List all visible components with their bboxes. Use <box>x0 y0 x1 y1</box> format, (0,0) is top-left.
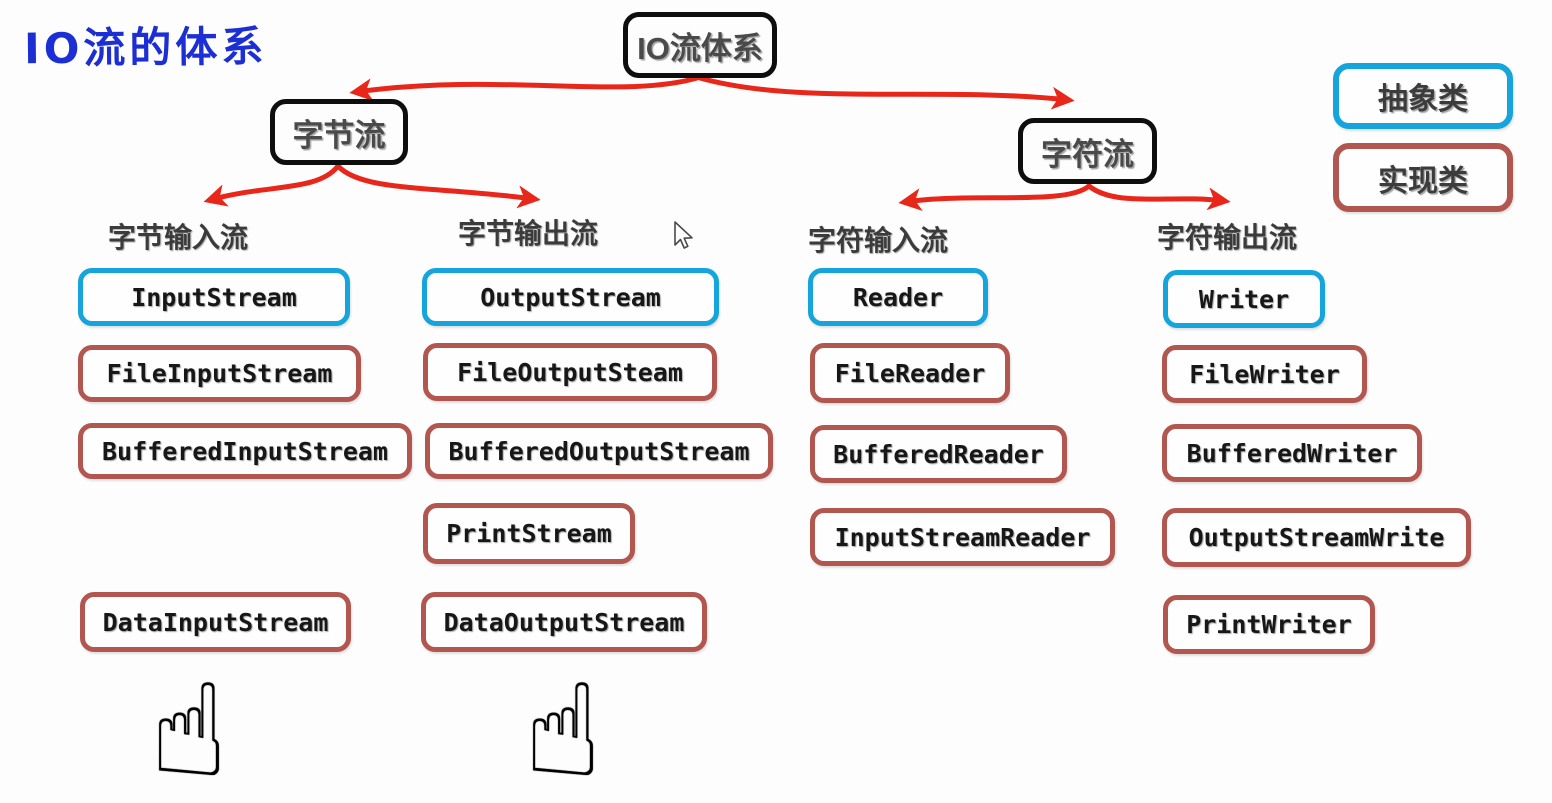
class-box-bufferedinputstream: BufferedInputStream <box>78 423 412 479</box>
arrow-byte-to-input <box>203 163 341 207</box>
arrow-root-to-char-stream <box>697 75 1075 110</box>
heading-char-output-stream: 字符输出流 <box>1157 222 1298 253</box>
class-box-printwriter: PrintWriter <box>1163 595 1375 654</box>
heading-char-input-stream: 字符输入流 <box>808 225 949 256</box>
class-box-inputstream: InputStream <box>78 268 350 326</box>
node-io-stream-system: IO流体系 <box>623 12 777 78</box>
legend-implementation-class: 实现类 <box>1333 143 1513 212</box>
class-box-printstream: PrintStream <box>423 503 635 564</box>
class-box-bufferedwriter: BufferedWriter <box>1162 424 1422 482</box>
class-box-reader: Reader <box>808 268 988 326</box>
class-box-datainputstream: DataInputStream <box>80 592 351 652</box>
arrow-root-to-byte-stream <box>349 75 700 102</box>
heading-byte-input-stream: 字节输入流 <box>108 222 249 253</box>
class-box-bufferedreader: BufferedReader <box>810 425 1067 483</box>
class-box-filewriter: FileWriter <box>1162 345 1367 403</box>
class-box-outputstream: OutputStream <box>422 268 719 326</box>
hand-up-icon: ☝ <box>150 657 228 803</box>
class-box-outputstreamwrite: OutputStreamWrite <box>1162 508 1471 567</box>
legend-abstract-class: 抽象类 <box>1333 63 1513 129</box>
heading-byte-output-stream: 字节输出流 <box>458 218 599 249</box>
class-box-dataoutputstream: DataOutputStream <box>421 592 707 652</box>
hand-up-icon: ☝ <box>524 657 602 803</box>
node-byte-stream: 字节流 <box>270 99 408 165</box>
class-box-filereader: FileReader <box>810 343 1010 403</box>
class-box-fileoutputsteam: FileOutputSteam <box>423 343 717 401</box>
class-box-fileinputstream: FileInputStream <box>78 345 361 402</box>
arrow-char-to-output <box>1086 183 1231 211</box>
mouse-cursor-icon <box>674 221 693 249</box>
arrow-char-to-input <box>898 183 1092 211</box>
class-box-bufferedoutputstream: BufferedOutputStream <box>425 423 773 479</box>
node-char-stream: 字符流 <box>1018 118 1157 184</box>
arrow-byte-to-output <box>335 163 541 209</box>
class-box-writer: Writer <box>1163 270 1325 328</box>
page-title: IO流的体系 <box>23 21 268 74</box>
class-box-inputstreamreader: InputStreamReader <box>810 508 1115 566</box>
